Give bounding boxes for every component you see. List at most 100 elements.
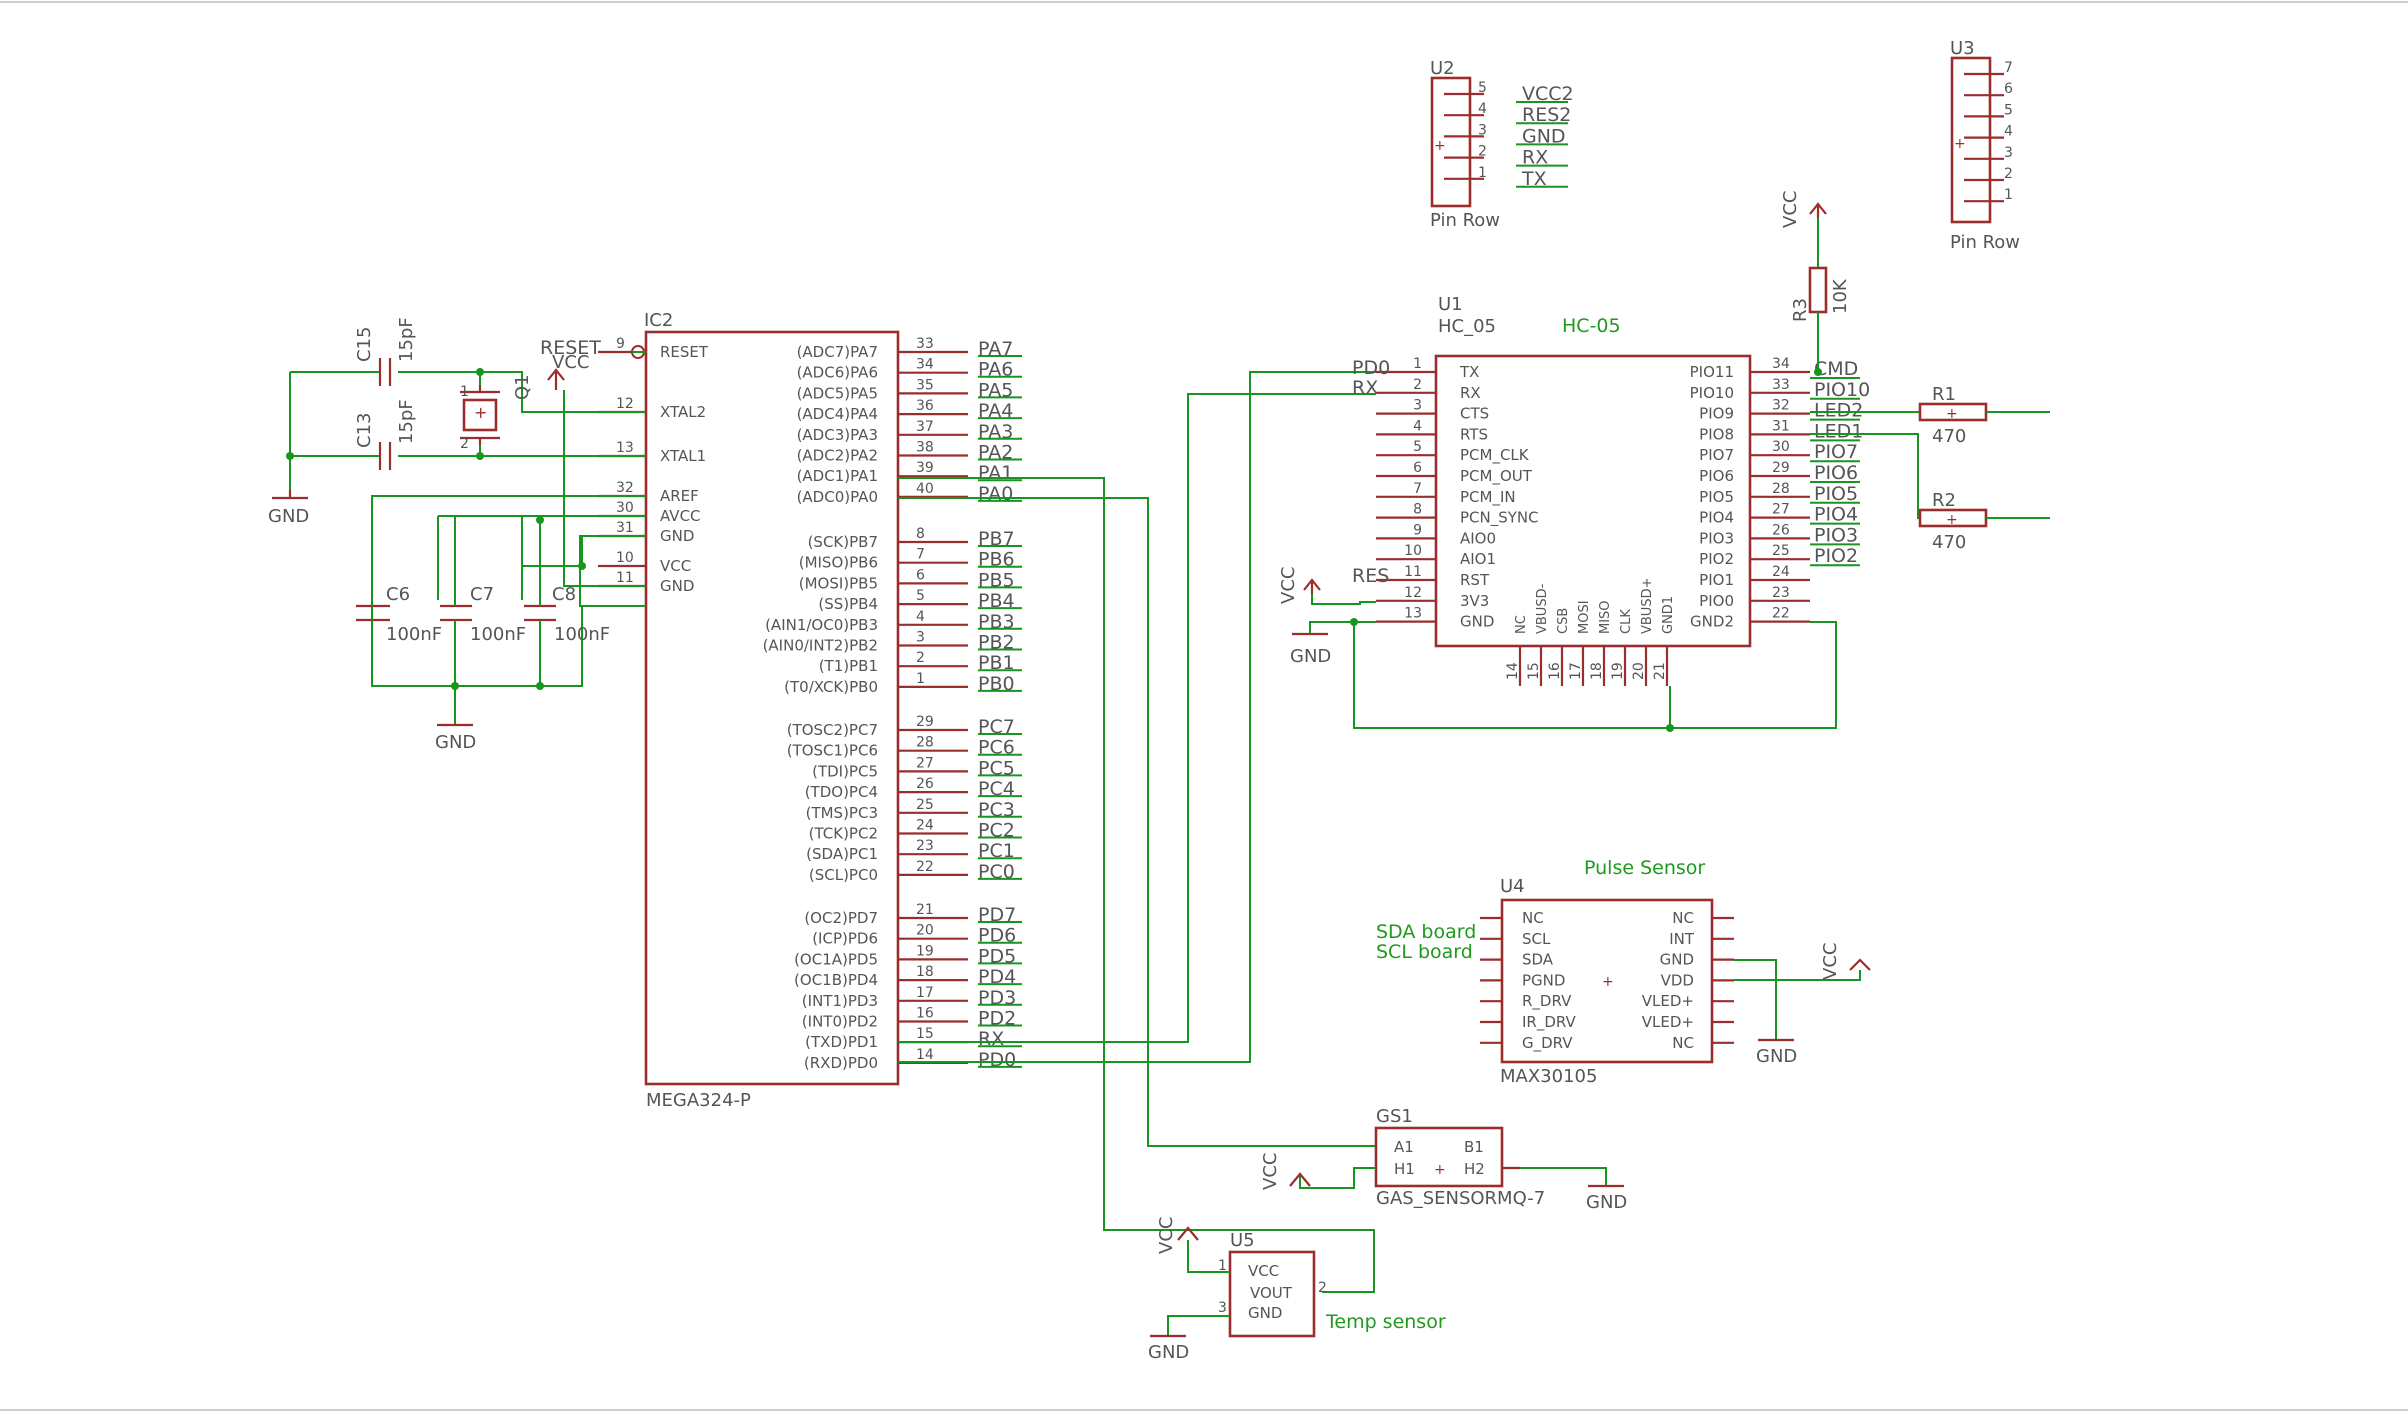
ic2-pin-num: 23 — [916, 838, 934, 854]
svg-text:+: + — [1954, 136, 1966, 152]
ic2-pin-num: 34 — [916, 357, 934, 373]
ic2-net-label: PB2 — [978, 632, 1015, 654]
ic2-pin-name: (MISO)PB6 — [799, 554, 878, 572]
gnd-symbol-u4: GND — [1756, 1038, 1797, 1067]
u1-pin-num: 1 — [1413, 356, 1422, 372]
u4-note-scl: SCL board — [1376, 941, 1473, 963]
ic2-pin-num: 27 — [916, 755, 934, 771]
u1-pin-num: 34 — [1772, 356, 1790, 372]
c8-value: 100nF — [554, 624, 610, 645]
u4-max30105[interactable]: U4 MAX30105 Pulse Sensor SDA board SCL b… — [1376, 857, 1734, 1087]
svg-text:+: + — [1434, 138, 1446, 154]
gs1-gas-sensor[interactable]: GS1 GAS_SENSORMQ-7 A1 B1 H1 H2 + VCC GND — [1260, 1106, 1627, 1213]
c8-ref: C8 — [552, 584, 576, 605]
ic2-pin-num: 7 — [916, 547, 925, 563]
ic2-pin-num: 26 — [916, 776, 934, 792]
ic2-net-label: PD4 — [978, 966, 1016, 988]
ic2-net-label: PC3 — [978, 799, 1015, 821]
u4-pin-name: VLED+ — [1642, 992, 1694, 1010]
capacitor-c8[interactable]: C8 100nF — [524, 584, 610, 645]
u1-pin-name: PIO2 — [1699, 550, 1734, 568]
capacitor-c6[interactable]: C6 100nF — [356, 584, 442, 645]
u4-pin-name: NC — [1672, 909, 1694, 927]
gs1-pin-h1: H1 — [1394, 1160, 1415, 1178]
resistor-r2[interactable]: + R2 470 — [1810, 433, 2050, 553]
ic2-pin-num: 25 — [916, 797, 934, 813]
u1-pin-num: 28 — [1772, 481, 1790, 497]
svg-text:VCC: VCC — [1260, 1153, 1281, 1190]
c7-value: 100nF — [470, 624, 526, 645]
u1-bottom-pins: 14NC15VBUSD-16CSB17MOSI18MISO19CLK20VBUS… — [1505, 578, 1676, 686]
u5-pin-vcc: VCC — [1248, 1262, 1279, 1280]
resistor-r1[interactable]: + R1 470 — [1810, 384, 2050, 447]
u1-net-pd0: PD0 — [1352, 357, 1390, 379]
ic2-pin-name: (AIN1/OC0)PB3 — [765, 616, 878, 634]
ic2-pin-name: (RXD)PD0 — [804, 1054, 878, 1072]
u1-pin-num: 22 — [1772, 606, 1790, 622]
u4-value: MAX30105 — [1500, 1066, 1597, 1087]
c15-value: 15pF — [396, 317, 417, 362]
u1-net-label: PIO3 — [1814, 524, 1858, 546]
u1-pin-num: 33 — [1772, 377, 1790, 393]
ic2-net-label: PA2 — [978, 442, 1013, 464]
u5-temp-sensor[interactable]: U5 Temp sensor VCC VOUT GND 1 2 3 VCC GN… — [1148, 1217, 1446, 1363]
u1-pin-num: 7 — [1413, 481, 1422, 497]
ic2-pin-num: 6 — [916, 567, 925, 583]
ic2-net-label: PA5 — [978, 379, 1013, 401]
ic2-pin-name: (ADC7)PA7 — [797, 343, 878, 361]
u1-net-label: PIO2 — [1814, 545, 1858, 567]
svg-text:VCC: VCC — [1156, 1217, 1177, 1254]
r2-value: 470 — [1932, 532, 1966, 553]
ic2-pin-name: (TOSC1)PC6 — [787, 742, 878, 760]
u1-pin-num: 15 — [1526, 662, 1542, 680]
ic2-pin-name: (INT0)PD2 — [802, 1013, 878, 1031]
crystal-q1[interactable]: + 1 2 Q1 — [460, 374, 533, 452]
u1-ref: U1 — [1438, 294, 1463, 315]
ic2-pin-num: 12 — [616, 396, 634, 412]
ic2-pin-name: AVCC — [660, 507, 701, 525]
ic2-pin-name: (T1)PB1 — [819, 657, 878, 675]
u1-pin-name: 3V3 — [1460, 592, 1489, 610]
ic2-pin-num: 19 — [916, 943, 934, 959]
gs1-pin-h2: H2 — [1464, 1160, 1485, 1178]
ic2-net-label: PA3 — [978, 421, 1013, 443]
c6-ref: C6 — [386, 584, 410, 605]
u4-pin-name: PGND — [1522, 971, 1565, 989]
ic2-pin-name: (TXD)PD1 — [805, 1033, 878, 1051]
u1-pin-name: GND — [1460, 613, 1494, 631]
u4-pin-name: GND — [1660, 951, 1694, 969]
u1-pin-name: CLK — [1619, 609, 1634, 634]
capacitor-c7[interactable]: C7 100nF — [440, 584, 526, 645]
svg-text:+: + — [1602, 974, 1614, 990]
ic2-pin-name: (ADC1)PA1 — [797, 467, 878, 485]
capacitor-c15[interactable]: C15 15pF — [354, 317, 417, 386]
u1-value: HC_05 — [1438, 316, 1496, 337]
gnd-symbol-crystal: GND — [268, 490, 309, 527]
u1-net-label: PIO10 — [1814, 379, 1870, 401]
ic2-value: MEGA324-P — [646, 1090, 751, 1111]
ic2-pin-name: (SS)PB4 — [818, 595, 878, 613]
ic2-net-label: PC4 — [978, 778, 1015, 800]
svg-text:VCC: VCC — [1278, 567, 1299, 604]
vcc-symbol-u5: VCC — [1156, 1217, 1199, 1254]
r3-value: 10K — [1830, 278, 1851, 314]
u3-pin-num: 7 — [2004, 60, 2013, 76]
u1-pin-num: 31 — [1772, 418, 1790, 434]
u1-pin-name: CSB — [1556, 608, 1571, 634]
u2-net-label: RX — [1522, 147, 1548, 169]
ic2-pin-num: 17 — [916, 985, 934, 1001]
u1-pin-num: 17 — [1568, 662, 1584, 680]
ic2-net-label: PC5 — [978, 757, 1015, 779]
resistor-r3[interactable]: VCC R3 10K — [1780, 191, 1851, 376]
ic2-pin-num: 28 — [916, 735, 934, 751]
ic2-net-label: PD7 — [978, 904, 1016, 926]
capacitor-c13[interactable]: C13 15pF — [354, 399, 417, 470]
ic2-net-label: PA4 — [978, 400, 1013, 422]
u2-value: Pin Row — [1430, 210, 1500, 231]
ic2-net-label: PD2 — [978, 1008, 1016, 1030]
